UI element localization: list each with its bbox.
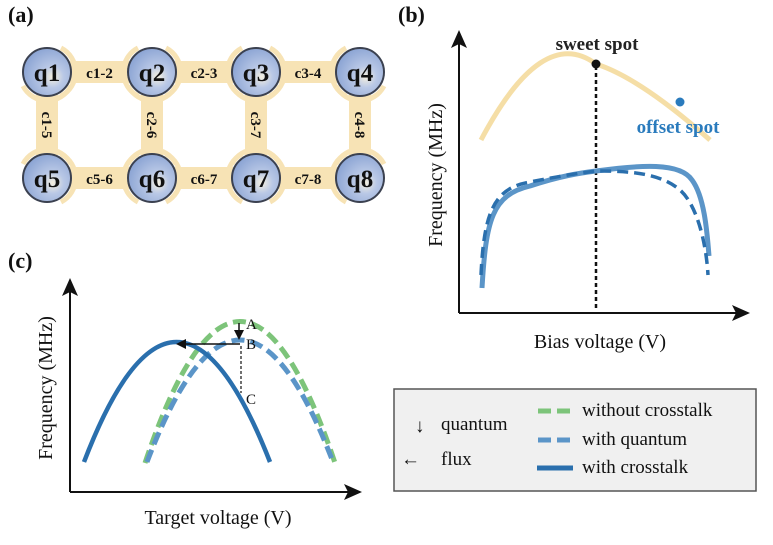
point-b-label: B [246,337,256,353]
coupler-bar [174,61,234,83]
qubit-circle [231,47,281,97]
legend-flux-label: flux [441,449,472,470]
coupler-bar [141,94,163,156]
y-axis-label: Frequency (MHz) [425,103,447,247]
legend-with-crosstalk-label: with crosstalk [582,457,689,478]
coupler-bar [69,167,130,189]
solid-blue-curve [479,163,712,289]
coupler-label: c6-7 [191,172,218,188]
coupler-label: c1-5 [38,112,54,139]
sweet-spot-dot [591,59,601,69]
coupler-bracket [229,146,283,166]
legend-box [393,388,757,492]
qubit-circle [231,153,281,203]
quantum-arrow-symbol: ↓ [415,416,425,437]
coupler-bar [278,167,338,189]
coupler-bracket [333,84,387,104]
qubit-lattice: c1-2 c2-3 c3-4 c5-6 c6-7 c7-8 c1-5 c2-6 c3-7 c4-8… [20,45,387,205]
dashed-blue-curve [479,169,710,276]
point-c-label: C [246,392,256,408]
qubit-circle [335,47,385,97]
legend-with-quantum-label: with quantum [582,429,687,450]
flux-arrow-symbol: ← [401,449,420,470]
sweet-spot-label: sweet spot [556,34,640,55]
coupler-bracket [20,84,74,104]
coupler-bar [245,94,267,156]
panel-c-label: (c) [8,248,32,273]
x-axis-label: Target voltage (V) [144,507,291,529]
coupler-label: c2-3 [191,66,218,82]
qubit-label: q3 [243,60,269,87]
panel-c: (c) Frequency (MHz) Target voltage (V) A… [8,248,362,529]
panel-b: (b) Frequency (MHz) Bias voltage (V) swe… [398,2,750,353]
qubit-circle [22,47,72,97]
coupler-bracket [20,146,74,166]
coupler-bracket [125,84,179,104]
qubit-label: q2 [139,60,165,87]
panel-b-label: (b) [398,2,425,27]
offset-spot-label: offset spot [637,117,721,138]
qubit-circle [127,47,177,97]
coupler-label: c5-6 [86,172,113,188]
panel-a: (a) c1-2 c2-3 c3-4 c5-6 c6-7 c7-8 c1-5 c2-6 c3-7… [8,2,387,205]
qubit-circle [22,153,72,203]
coupler-bar [69,61,130,83]
x-axis-label: Bias voltage (V) [534,331,666,353]
panel-a-label: (a) [8,2,34,27]
qubit-label: q5 [34,166,60,193]
coupler-bracket [229,84,283,104]
legend-without-crosstalk-label: without crosstalk [582,400,713,421]
coupler-label: c3-4 [295,66,322,82]
legend: ↓ quantum ← flux without crosstalk with … [393,388,757,492]
qubit-label: q4 [347,60,374,87]
coupler-label: c2-6 [143,112,159,139]
qubit-label: q6 [139,166,165,193]
qubit-label: q1 [34,60,60,87]
coupler-bar [278,61,338,83]
coupler-label: c7-8 [295,172,322,188]
coupler-label: c1-2 [86,66,113,82]
without-crosstalk-curve [142,319,338,464]
point-a-label: A [246,317,257,333]
coupler-bar [174,167,234,189]
with-crosstalk-curve [81,340,273,463]
coupler-bracket [125,146,179,166]
qubit-label: q8 [347,166,373,193]
y-axis-label: Frequency (MHz) [35,316,57,460]
qubit-circle [335,153,385,203]
qubit-label: q7 [243,166,269,193]
offset-spot-dot [675,97,685,107]
coupler-label: c3-7 [247,112,263,139]
coupler-bracket [333,146,387,166]
qubit-circle [127,153,177,203]
coupler-label: c4-8 [351,112,367,139]
with-quantum-curve [144,337,336,463]
legend-quantum-label: quantum [441,414,508,435]
coupler-bar [36,94,58,156]
coupler-bar [349,94,371,156]
